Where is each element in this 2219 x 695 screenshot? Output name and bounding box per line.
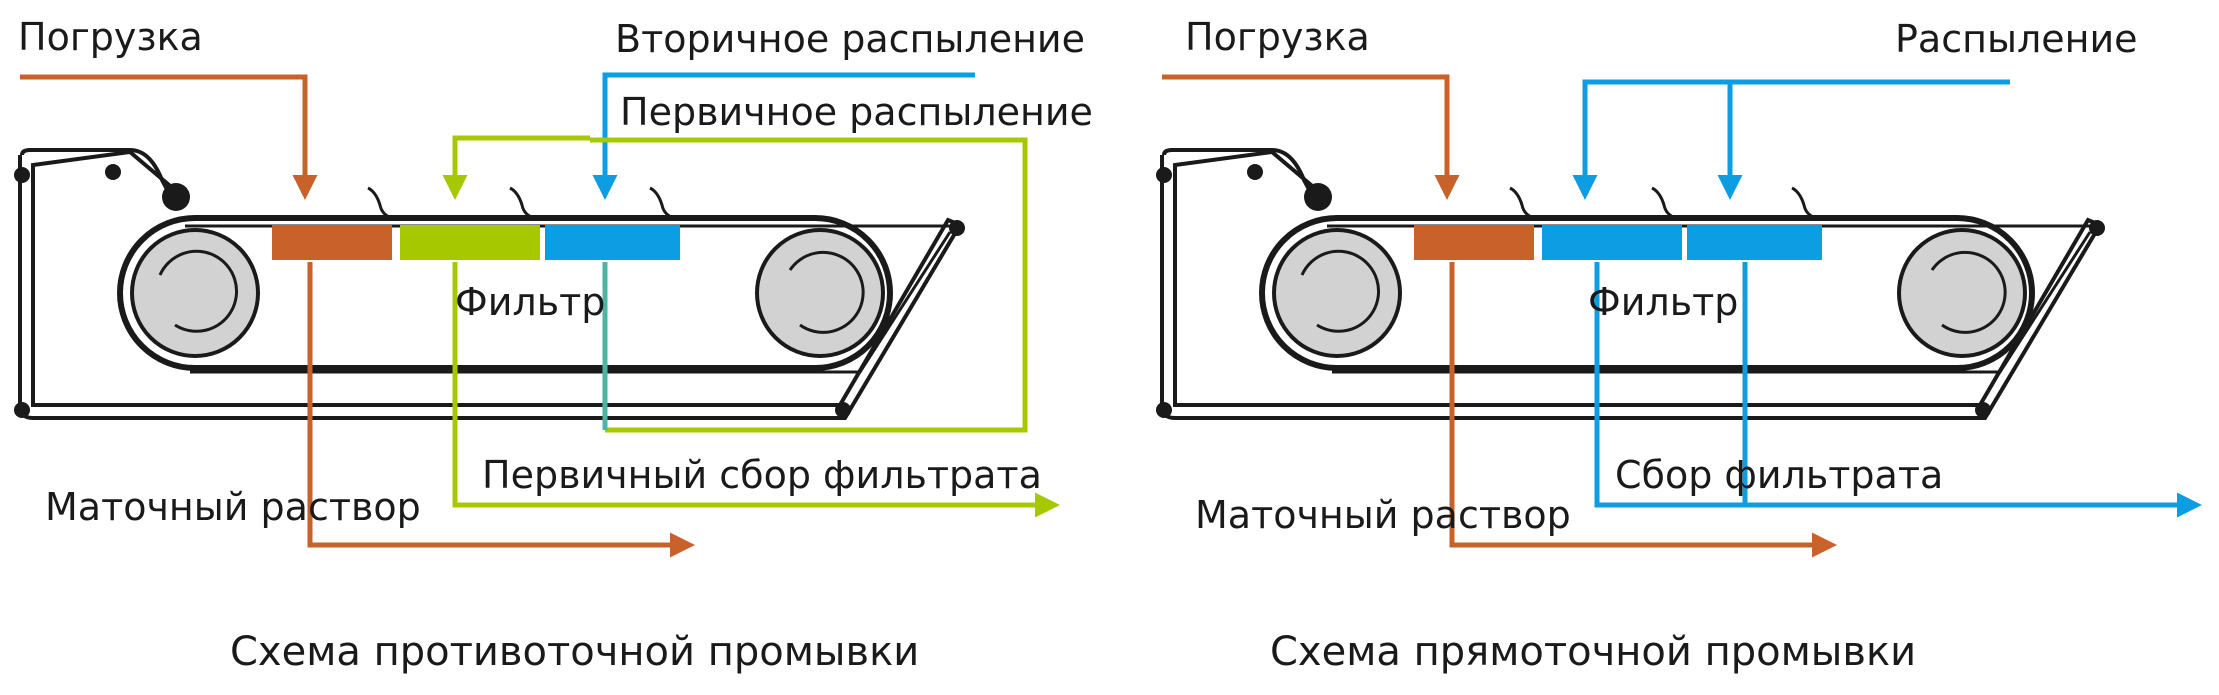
small-guide-roller-icon [949,220,965,236]
spray-nozzle-icon [1651,186,1677,220]
primary-spray-zone [400,225,540,260]
diagram-caption: Схема прямоточной промывки [1270,629,1916,675]
filtrate-outlet-line [1594,262,2202,518]
secondary-spray-zone [545,225,680,260]
secondary-spray-label: Вторичное распыление [615,17,1085,61]
primary-spray-return-line [590,137,1028,433]
small-guide-roller-icon [1156,167,1172,183]
small-guide-roller-icon [105,164,121,180]
large-roller-icon [1272,228,1402,358]
spray-nozzle-icon [649,186,675,220]
small-guide-roller-icon [835,402,851,418]
mother-liquor-label: Маточный раствор [1195,493,1571,537]
secondary-spray-feed-line [592,72,975,200]
mother-liquor-outlet-line [307,262,695,558]
large-roller-icon [755,228,885,358]
primary-filtrate-outlet-line [452,262,1060,518]
small-guide-roller-icon [1156,402,1172,418]
loading-zone [1414,225,1534,260]
conveyor-belt [1259,215,2035,371]
large-roller-icon [1897,228,2027,358]
small-guide-roller-icon [1304,183,1332,211]
upper-return-belt [20,148,172,196]
primary-spray-label: Первичное распыление [620,90,1093,134]
small-guide-roller-icon [14,402,30,418]
mother-liquor-outlet-line [1449,262,1837,558]
spray-nozzle-icon [367,186,393,220]
loading-label: Погрузка [1185,15,1370,59]
spray-feed-line [1572,79,2010,200]
spray-zone-1 [1542,225,1682,260]
loading-feed-line [1162,74,1460,200]
filter-label: Фильтр [455,280,605,324]
filter-label: Фильтр [1588,280,1738,324]
counter-current-scheme: Погрузка Вторичное распыление Первичное … [14,15,1093,675]
small-guide-roller-icon [1247,164,1263,180]
spray-nozzle-icon [1509,186,1535,220]
spray-label: Распыление [1895,17,2138,61]
loading-feed-line [20,74,318,200]
mother-liquor-label: Маточный раствор [45,485,421,529]
primary-spray-feed-line [442,135,590,200]
loading-zone [272,225,392,260]
large-roller-icon [130,228,260,358]
conveyor-belt [117,215,893,371]
belt-return-line [190,231,952,374]
loading-label: Погрузка [18,15,203,59]
small-guide-roller-icon [162,183,190,211]
upper-return-belt [1162,148,1314,196]
primary-filtrate-label: Первичный сбор фильтрата [482,453,1042,497]
filtrate-label: Сбор фильтрата [1615,453,1943,497]
spray-zone-2 [1687,225,1822,260]
co-current-scheme: Погрузка Распыление Фильтр Маточный раст… [1156,15,2202,675]
small-guide-roller-icon [1975,402,1991,418]
small-guide-roller-icon [14,167,30,183]
diagram-caption: Схема противоточной промывки [230,629,919,675]
small-guide-roller-icon [2089,220,2105,236]
spray-nozzle-icon [1791,186,1817,220]
spray-nozzle-icon [509,186,535,220]
belt-return-line [1332,231,2092,374]
